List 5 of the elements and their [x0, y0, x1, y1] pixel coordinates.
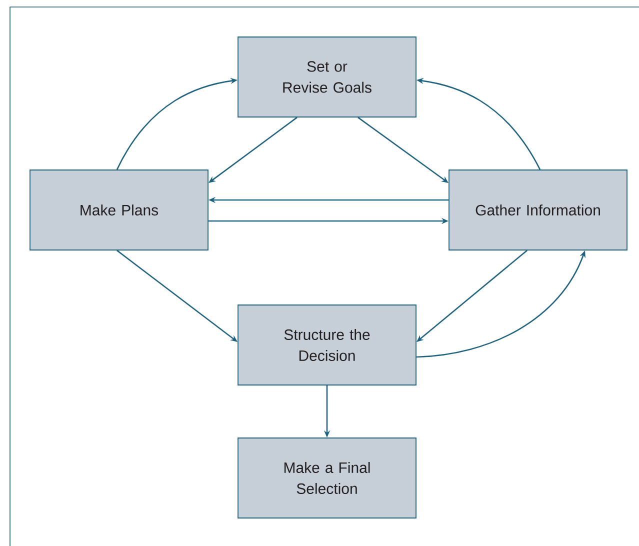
process-box: Set or Revise Goals — [238, 36, 416, 118]
process-box: Make Plans — [30, 170, 208, 250]
process-box: Make a Final Selection — [238, 438, 416, 518]
process-box: Structure the Decision — [238, 304, 416, 386]
process-box: Gather Information — [448, 170, 628, 250]
